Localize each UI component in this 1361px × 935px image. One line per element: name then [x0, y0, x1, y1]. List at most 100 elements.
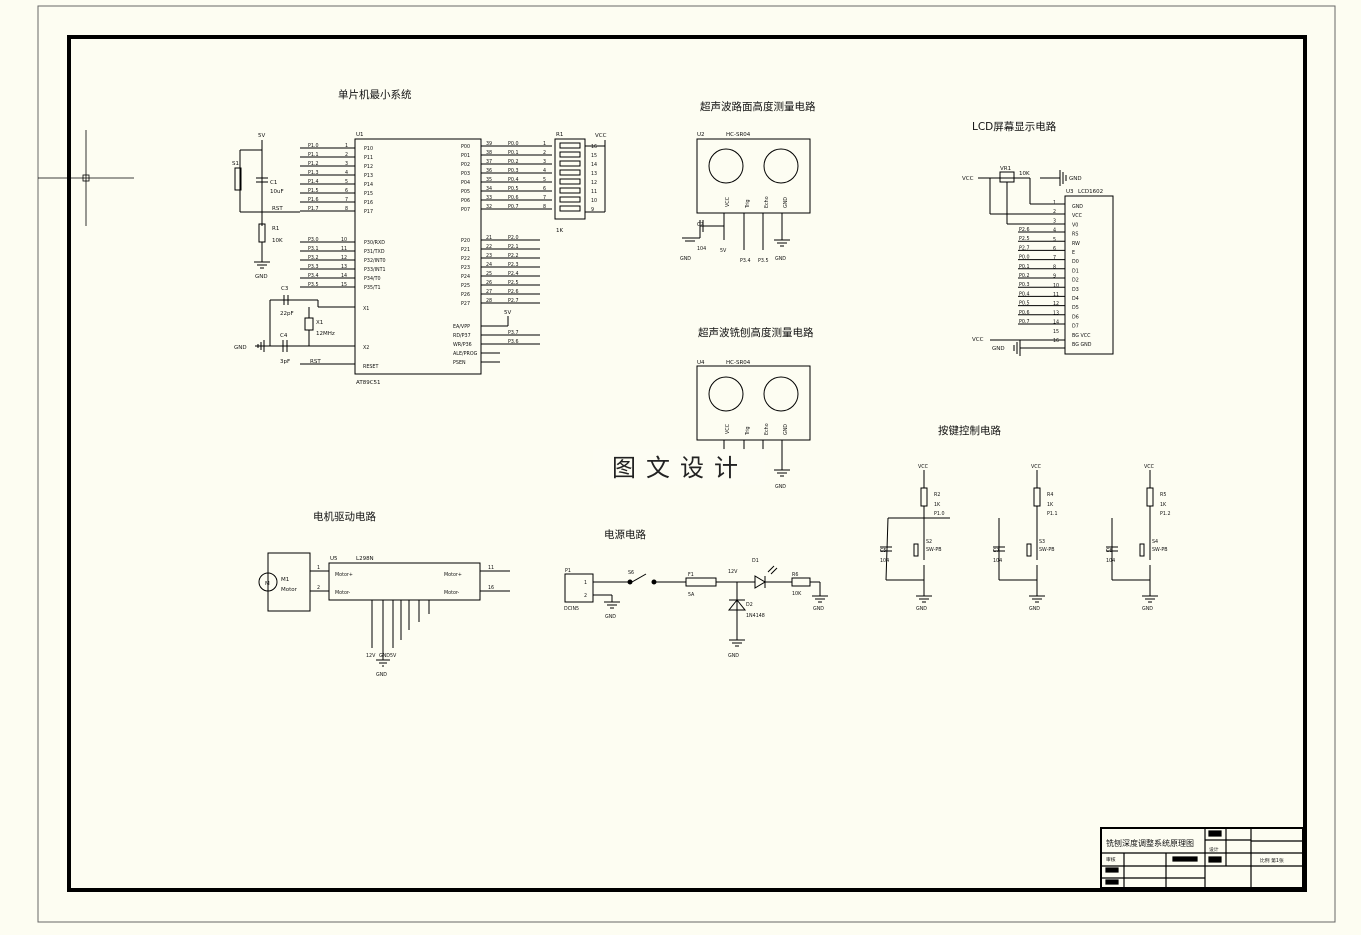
mcu-p2-pin: P23: [461, 265, 470, 271]
u4-pin-vcc: VCC: [725, 423, 731, 434]
lcd-vcc-bottom: VCC: [972, 337, 984, 343]
key-res: R2: [934, 492, 940, 498]
key-res-val: 1K: [934, 502, 941, 508]
lcd-pin-number: 5: [1053, 237, 1056, 243]
watermark-bg: [593, 449, 765, 485]
key-net: P1.1: [1047, 511, 1058, 517]
resnet-part: R1: [556, 132, 563, 138]
resnet-pin-number: 1: [543, 141, 546, 147]
key-cap: C5: [880, 548, 886, 554]
u2-gnd: GND: [680, 256, 691, 262]
reset-cap: C1: [270, 180, 277, 186]
key-resistor: [1033, 487, 1041, 507]
mcu-p3-pin: P33/INT1: [364, 267, 386, 273]
mcu-pin-number: 26: [486, 280, 492, 286]
lcd-pin-label: E: [1072, 250, 1075, 256]
mcu-pin-number: 7: [345, 197, 348, 203]
crystal-gnd: GND: [234, 345, 247, 351]
ultrasonic-2-labels: U4 HC-SR04 VCC Trig Echo GND GND: [697, 360, 789, 490]
mcu-p1-net: P1.3: [308, 170, 319, 176]
mcu-p3-net: P3.5: [308, 282, 319, 288]
mcu-p1-net: P1.1: [308, 152, 319, 158]
resnet-pin-number: 6: [543, 186, 546, 192]
resnet-pin-number: 14: [591, 162, 597, 168]
lcd-net: P0.7: [1019, 319, 1030, 325]
mcu-p1-pin: P14: [364, 182, 373, 188]
mcu-p1-pin: P12: [364, 164, 373, 170]
keys-circuit: VCCR21KP1.0C5104S2SW-PBGNDVCCR41KP1.1C71…: [880, 464, 1171, 612]
l298n-pin16-label: Motor-: [444, 590, 460, 596]
resnet-pin-number: 8: [543, 204, 546, 210]
key-switch-type: SW-PB: [926, 547, 942, 553]
key-net: P1.0: [934, 511, 945, 517]
lcd-pin-number: 13: [1053, 310, 1059, 316]
title-check: 审核: [1106, 856, 1116, 863]
mcu-p0-net: P0.7: [508, 204, 519, 210]
mcu-p2-pin: P22: [461, 256, 470, 262]
mcu-p0-pin: P03: [461, 171, 470, 177]
motor-gnd: GND: [376, 672, 387, 678]
mcu-ctrl-pin: RD/P37: [453, 333, 471, 339]
mcu-p0-pin: P06: [461, 198, 470, 204]
mcu-p3-net: P3.4: [308, 273, 319, 279]
u2-part: U2: [697, 132, 705, 138]
mcu-p0-pin: P07: [461, 207, 470, 213]
dc-jack: [564, 573, 594, 603]
motor-part: M1: [281, 577, 289, 583]
crystal-c4-val: 3pF: [280, 359, 290, 365]
outer-frame: [37, 5, 1336, 923]
lcd-pin-number: 7: [1053, 255, 1056, 261]
mcu-pin-number: 3: [345, 161, 348, 167]
lcd-pin-label: D2: [1072, 278, 1079, 284]
lcd-gnd-top: GND: [1069, 176, 1082, 182]
u2-pin-trig: Trig: [745, 199, 751, 209]
mcu-pin-number: 15: [341, 282, 347, 288]
u2-pin-echo: Echo: [764, 196, 770, 208]
mcu-pin-number: 2: [345, 152, 348, 158]
mcu-p2-net: P2.0: [508, 235, 519, 241]
u2-cap: C2: [697, 222, 703, 228]
mcu-x2: X2: [363, 345, 369, 351]
mcu-part: U1: [356, 132, 364, 138]
mcu-pin-number: 35: [486, 177, 492, 183]
reset-res: R1: [272, 226, 279, 232]
mcu-p1-net: P1.6: [308, 197, 319, 203]
u2-pin-vcc: VCC: [725, 196, 731, 207]
mcu-ctrl-net: P3.7: [508, 330, 519, 336]
l298n-pin1: 1: [317, 565, 320, 571]
key-wire: [885, 517, 889, 581]
fuse-val: 5A: [688, 592, 695, 598]
lcd-pin-label: D7: [1072, 324, 1079, 330]
reset-vcc: 5V: [258, 133, 265, 139]
mcu-p2-pin: P26: [461, 292, 470, 298]
mcu-x1: X1: [363, 306, 369, 312]
lcd-net: P2.7: [1019, 245, 1030, 251]
lcd-pin-number: 3: [1053, 218, 1056, 224]
mcu-p0-net: P0.3: [508, 168, 519, 174]
lcd-net: P0.3: [1019, 282, 1030, 288]
mcu-pin-number: 32: [486, 204, 492, 210]
l298n-pin2-label: Motor-: [335, 590, 351, 596]
jack-pin2: 2: [584, 593, 587, 599]
mcu-chip: [354, 138, 482, 375]
mcu-p0-pin: P01: [461, 153, 470, 159]
cursor-crosshair: [38, 130, 134, 226]
resnet-pin-number: 4: [543, 168, 546, 174]
power-circuit: [564, 565, 828, 647]
mcu-ctrl-net: P3.6: [508, 339, 519, 345]
hc-sr04-1: [696, 138, 811, 214]
l298n-pin2: 2: [317, 585, 320, 591]
fuse-part: F1: [688, 572, 694, 578]
key-vcc: VCC: [1144, 464, 1155, 470]
r6-part: R6: [792, 572, 798, 578]
lcd-pin-label: VCC: [1072, 213, 1083, 219]
resnet-vcc: VCC: [595, 133, 607, 139]
power-switch: S6: [628, 570, 634, 576]
lcd-pin-number: 6: [1053, 246, 1056, 252]
motor-box: [267, 552, 311, 612]
motor-labels: M M1 Motor U5 L298N Motor+ Motor- Motor+…: [265, 556, 494, 678]
mcu-pin-number: 24: [486, 262, 492, 268]
u2-pin-gnd: GND: [783, 197, 789, 208]
section-title-ultra2: 超声波铣刨高度测量电路: [698, 326, 814, 339]
